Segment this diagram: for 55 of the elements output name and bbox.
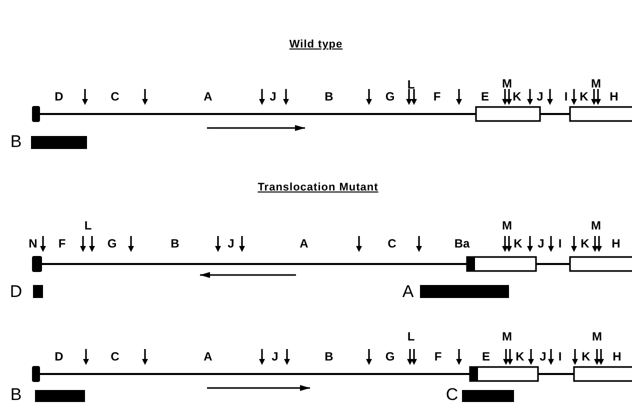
fragment-label: J <box>272 350 278 364</box>
fragment-label: K <box>582 350 590 364</box>
fragment-label: A <box>204 90 212 104</box>
fragment-label: F <box>434 350 442 364</box>
fragment-label: M <box>592 330 602 344</box>
fragment-label: K <box>514 238 522 250</box>
fragment-label: A <box>204 350 212 364</box>
fragment-label: J <box>536 90 544 104</box>
fragment-label: E <box>482 350 490 364</box>
fragment-label: I <box>558 238 562 250</box>
fragment-label: L <box>84 220 92 232</box>
probe-label: D <box>10 283 22 301</box>
fragment-label: M <box>502 78 512 90</box>
fragment-label: B <box>324 350 334 364</box>
fragment-label: C <box>110 90 120 104</box>
fragment-label: K <box>512 90 522 104</box>
fragment-label: M <box>502 330 512 344</box>
section-heading: Wild type <box>289 38 343 52</box>
fragment-label: M <box>502 220 512 232</box>
probe-label: B <box>10 133 22 151</box>
fragment-label: M <box>591 78 601 90</box>
fragment-label: F <box>433 90 441 104</box>
probe-label: C <box>446 386 458 404</box>
fragment-label: K <box>580 238 590 250</box>
fragment-label: H <box>610 90 618 104</box>
fragment-label: A <box>300 238 308 250</box>
fragment-label: D <box>54 90 64 104</box>
fragment-label: D <box>54 350 64 364</box>
fragment-label: F <box>58 238 66 250</box>
fragment-label: E <box>481 90 489 104</box>
fragment-label: G <box>385 350 395 364</box>
fragment-label: H <box>612 350 622 364</box>
fragment-label: G <box>385 90 395 104</box>
fragment-label: L <box>407 78 415 92</box>
fragment-label: L <box>407 330 415 344</box>
fragment-label: J <box>228 238 234 250</box>
fragment-label: C <box>388 238 396 250</box>
section-heading: Translocation Mutant <box>258 182 378 194</box>
fragment-label: B <box>324 90 334 104</box>
fragment-label: M <box>591 220 601 232</box>
fragment-label: K <box>580 90 588 104</box>
probe-label: B <box>10 386 22 404</box>
fragment-label: Ba <box>454 238 470 250</box>
fragment-label: N <box>28 238 38 250</box>
fragment-label: J <box>540 350 546 364</box>
fragment-label: B <box>170 238 180 250</box>
fragment-label: G <box>107 238 117 250</box>
probe-label: A <box>402 283 414 301</box>
fragment-label: I <box>558 350 562 364</box>
fragment-label: J <box>270 90 276 104</box>
fragment-label: K <box>516 350 524 364</box>
fragment-label: I <box>564 90 568 104</box>
fragment-label: H <box>612 238 620 250</box>
fragment-label: J <box>538 238 544 250</box>
fragment-label: C <box>110 350 120 364</box>
